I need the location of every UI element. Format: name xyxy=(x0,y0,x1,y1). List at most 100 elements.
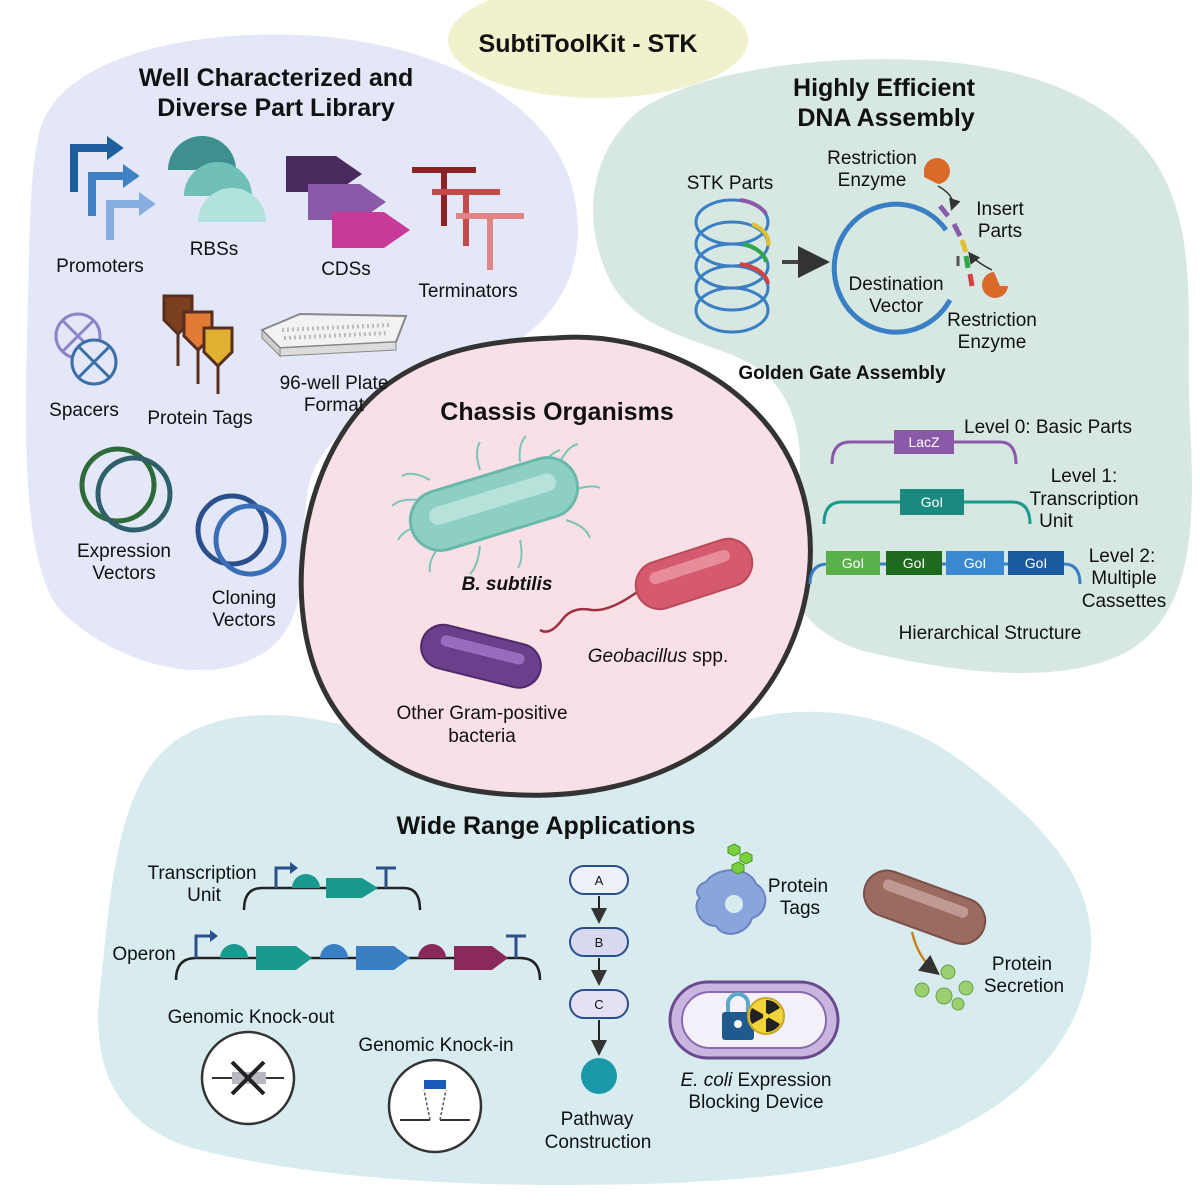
tu-construct xyxy=(242,862,422,911)
expression-vectors-icon xyxy=(79,446,173,533)
level0-label: Level 0: Basic Parts xyxy=(964,417,1132,438)
cloning-label-line2: Vectors xyxy=(212,610,275,631)
pathway-label-line1: Pathway xyxy=(561,1109,634,1130)
protein-tags-label: Protein Tags xyxy=(147,408,252,429)
goi-chip-level1: GoI xyxy=(921,494,944,510)
plate-label-line2: Format xyxy=(304,395,365,416)
restriction-enzyme-icon-top xyxy=(924,158,961,211)
operon-construct xyxy=(174,930,542,981)
level1-label-line1: Level 1: xyxy=(1051,466,1118,487)
knockout-label: Genomic Knock-out xyxy=(168,1007,336,1028)
level1-label-line3: Unit xyxy=(1039,511,1074,532)
title-backdrop xyxy=(448,0,748,98)
knockout-icon xyxy=(200,1030,296,1126)
level2-label-line1: Level 2: xyxy=(1089,546,1156,567)
level2-construct xyxy=(808,551,1082,585)
pathway-product xyxy=(581,1058,617,1094)
bsubtilis-label: B. subtilis xyxy=(462,574,553,595)
knockin-label: Genomic Knock-in xyxy=(358,1035,513,1056)
geobacillus-cell xyxy=(539,537,754,633)
stk-parts-label: STK Parts xyxy=(687,173,774,194)
tu-label-line1: Transcription xyxy=(147,863,256,884)
plate-icon xyxy=(260,312,408,358)
cloning-vectors-icon xyxy=(195,493,287,577)
rbss-label: RBSs xyxy=(190,239,239,260)
bsubtilis-cell xyxy=(391,435,601,575)
gram-positive-label-line1: Other Gram-positive xyxy=(396,703,567,724)
applications-heading: Wide Range Applications xyxy=(397,812,696,840)
app-tags-label-line1: Protein xyxy=(768,876,828,897)
terminators-label: Terminators xyxy=(418,281,517,302)
pathway-node-a xyxy=(569,865,629,895)
figure-title: SubtiToolKit - STK xyxy=(479,30,698,58)
app-tags-label-line2: Tags xyxy=(780,898,820,919)
hierarchical-label: Hierarchical Structure xyxy=(899,623,1082,644)
secretion-label-line2: Secretion xyxy=(984,976,1064,997)
spacers-icon xyxy=(54,312,118,386)
golden-gate-label: Golden Gate Assembly xyxy=(738,363,946,384)
library-heading-line1: Well Characterized and xyxy=(139,64,414,92)
destination-label-line1: Destination xyxy=(848,274,943,295)
radiation-icon xyxy=(747,997,785,1035)
pathway-node-a-label: A xyxy=(595,873,604,888)
assembly-heading-line1: Highly Efficient xyxy=(793,74,976,102)
level2-label-line2: Multiple xyxy=(1091,568,1156,589)
protein-tag-icon xyxy=(695,843,767,935)
level2-label-line3: Cassettes xyxy=(1082,591,1166,612)
pathway-node-b-label: B xyxy=(595,935,604,950)
level1-construct xyxy=(822,489,1032,525)
ecoli-label: E. coli Expression xyxy=(680,1070,831,1091)
operon-label: Operon xyxy=(112,944,175,965)
insert-parts-icon xyxy=(938,204,975,287)
geobacillus-label: Geobacillus spp. xyxy=(588,646,728,667)
destination-label-line2: Vector xyxy=(869,296,924,317)
tu-label-line2: Unit xyxy=(187,885,222,906)
ecoli-name: E. coli xyxy=(680,1070,733,1091)
lacz-chip: LacZ xyxy=(908,434,940,450)
promoters-icon xyxy=(70,136,156,240)
gram-positive-cell xyxy=(420,623,542,689)
geobacillus-genus: Geobacillus xyxy=(588,646,688,667)
secretion-label-line1: Protein xyxy=(992,954,1052,975)
pathway-node-b xyxy=(569,927,629,957)
restriction-enzyme-icon-bottom xyxy=(968,251,1008,298)
restriction-bottom-line1: Restriction xyxy=(947,310,1037,331)
goi-chip-level2-3: GoI xyxy=(964,555,987,571)
expression-label-line2: Vectors xyxy=(92,563,155,584)
plate-label-line1: 96-well Plate xyxy=(280,373,389,394)
pathway-node-c xyxy=(569,989,629,1019)
cdss-label: CDSs xyxy=(321,259,371,280)
assembly-panel xyxy=(593,59,1192,674)
pathway-node-c-label: C xyxy=(594,997,603,1012)
assembly-heading-line2: DNA Assembly xyxy=(797,104,974,132)
level1-label-line2: Transcription xyxy=(1029,489,1138,510)
secretion-cell xyxy=(863,869,987,1011)
pathway-flow xyxy=(569,865,629,1094)
protein-tags-icon xyxy=(162,294,234,394)
cds-icon xyxy=(286,156,410,248)
knockin-icon xyxy=(387,1058,483,1154)
insert-label-line1: Insert xyxy=(976,199,1024,220)
restriction-bottom-line2: Enzyme xyxy=(958,332,1027,353)
goi-chip-level2-2: GoI xyxy=(903,555,926,571)
library-heading-line2: Diverse Part Library xyxy=(157,94,395,122)
spacers-label: Spacers xyxy=(49,400,119,421)
chassis-panel xyxy=(298,334,813,798)
restriction-top-line2: Enzyme xyxy=(838,170,907,191)
stk-parts-icon xyxy=(694,198,771,334)
goi-chip-level2-4: GoI xyxy=(1025,555,1048,571)
terminators-icon xyxy=(412,167,524,270)
restriction-top-line1: Restriction xyxy=(827,148,917,169)
gram-positive-label-line2: bacteria xyxy=(448,726,516,747)
insert-label-line2: Parts xyxy=(978,221,1022,242)
promoters-label: Promoters xyxy=(56,256,144,277)
destination-vector-icon xyxy=(831,201,953,335)
expression-label-line1: Expression xyxy=(77,541,171,562)
level0-construct xyxy=(830,430,1018,465)
geobacillus-suffix: spp. xyxy=(687,646,728,667)
rbs-icon xyxy=(168,136,266,222)
blocking-label: Blocking Device xyxy=(688,1092,823,1113)
goi-chip-level2-1: GoI xyxy=(842,555,865,571)
pathway-label-line2: Construction xyxy=(545,1132,652,1153)
